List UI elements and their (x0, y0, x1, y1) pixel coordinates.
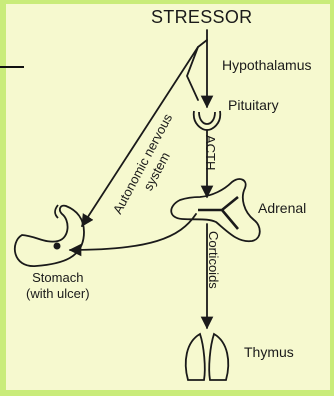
stomach-shape (15, 205, 84, 266)
stressor-label: STRESSOR (151, 8, 252, 26)
adrenal-label: Adrenal (258, 201, 306, 215)
thymus-label: Thymus (244, 345, 294, 359)
thymus-shape (186, 334, 229, 380)
stomach-label-line1: Stomach (26, 270, 90, 286)
pituitary-label: Pituitary (228, 98, 279, 112)
corticoids-label: Corticoids (207, 231, 220, 289)
pituitary-gland-shape (194, 111, 221, 130)
hypothalamus-label: Hypothalamus (222, 58, 312, 72)
stomach-label: Stomach (with ulcer) (26, 270, 90, 303)
stomach-label-line2: (with ulcer) (26, 286, 90, 302)
ulcer-spot (54, 243, 61, 250)
acth-label: ACTH (204, 135, 217, 170)
